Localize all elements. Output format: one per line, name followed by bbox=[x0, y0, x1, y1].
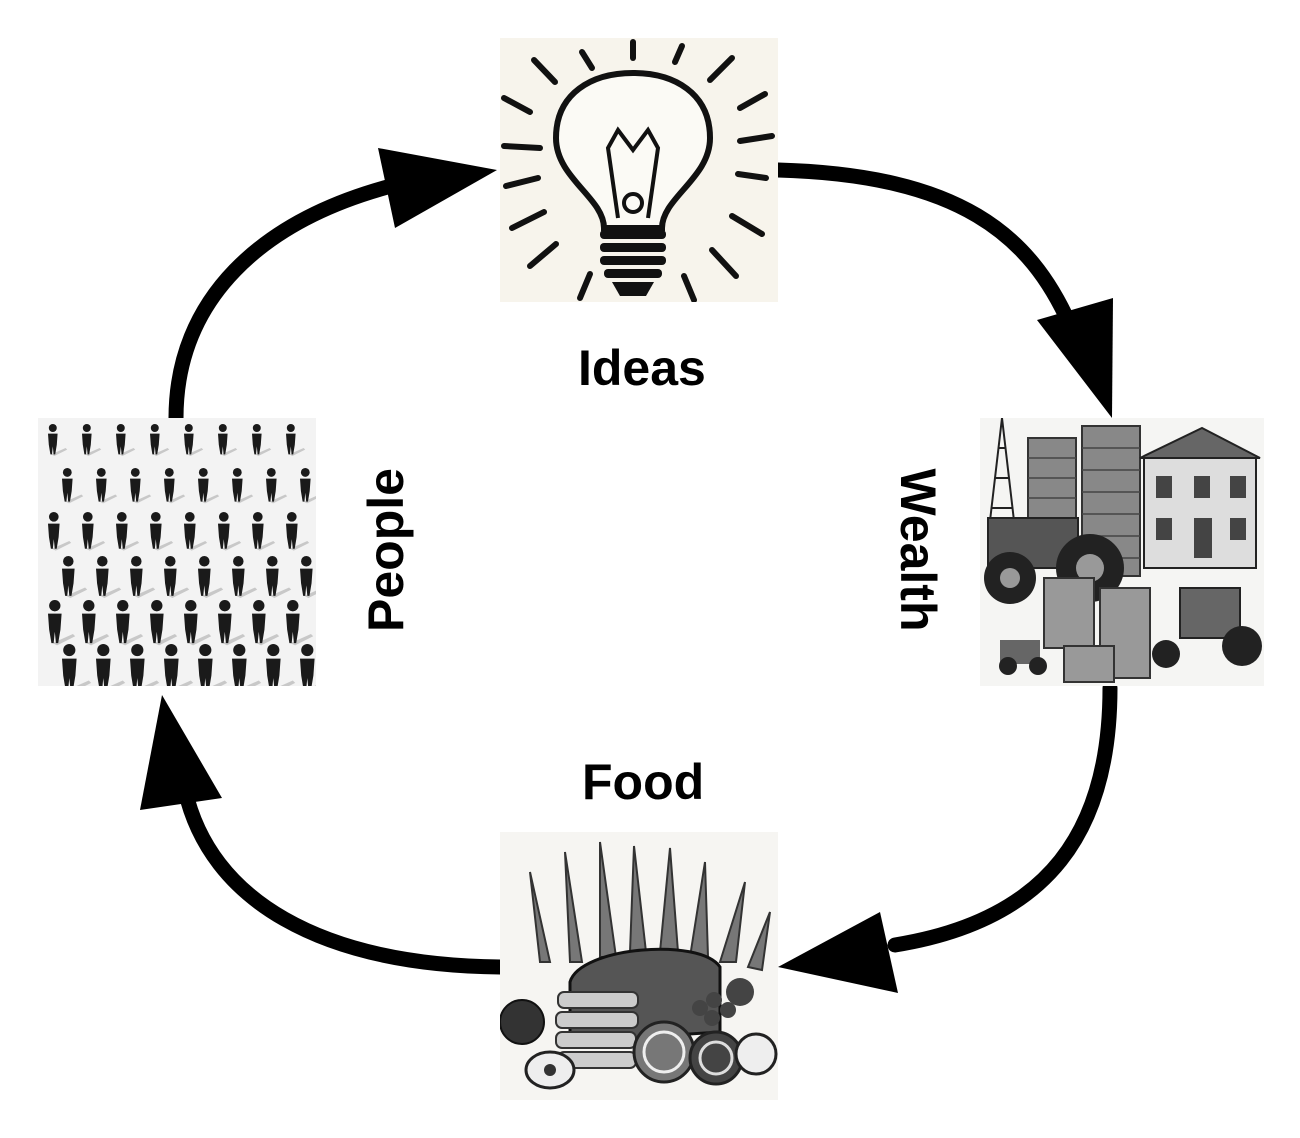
person-figure bbox=[286, 512, 310, 551]
person-figure bbox=[252, 600, 280, 646]
arrowhead-people bbox=[140, 695, 222, 810]
person-figure bbox=[62, 468, 84, 504]
person-figure bbox=[198, 556, 224, 598]
food-illustration bbox=[500, 832, 778, 1100]
arrowhead-ideas bbox=[378, 148, 497, 228]
person-figure bbox=[48, 424, 68, 456]
person-figure bbox=[184, 512, 208, 551]
person-figure bbox=[150, 512, 174, 551]
person-figure bbox=[300, 556, 316, 598]
person-figure bbox=[62, 644, 92, 686]
ideas-label: Ideas bbox=[578, 340, 706, 396]
person-figure bbox=[130, 644, 160, 686]
person-figure bbox=[218, 600, 246, 646]
person-figure bbox=[286, 424, 306, 456]
person-figure bbox=[96, 644, 126, 686]
person-figure bbox=[184, 600, 212, 646]
crowd-illustration bbox=[38, 418, 316, 686]
person-figure bbox=[150, 600, 178, 646]
person-figure bbox=[266, 556, 292, 598]
person-figure bbox=[48, 600, 76, 646]
person-figure bbox=[130, 556, 156, 598]
person-figure bbox=[218, 512, 242, 551]
person-figure bbox=[300, 644, 316, 686]
person-figure bbox=[232, 468, 254, 504]
person-figure bbox=[116, 512, 140, 551]
person-figure bbox=[164, 468, 186, 504]
person-figure bbox=[164, 644, 194, 686]
person-figure bbox=[266, 468, 288, 504]
person-figure bbox=[116, 600, 144, 646]
person-figure bbox=[232, 644, 262, 686]
person-figure bbox=[116, 424, 136, 456]
arrowhead-wealth bbox=[1037, 298, 1113, 418]
food-label: Food bbox=[582, 754, 705, 810]
person-figure bbox=[130, 468, 152, 504]
person-figure bbox=[150, 424, 170, 456]
person-figure bbox=[218, 424, 238, 456]
person-figure bbox=[96, 556, 122, 598]
person-figure bbox=[164, 556, 190, 598]
people-label: People bbox=[358, 468, 414, 632]
person-figure bbox=[252, 512, 276, 551]
arrow-food-to-people bbox=[177, 782, 508, 975]
arrow-wealth-to-food bbox=[887, 680, 1118, 953]
person-figure bbox=[232, 556, 258, 598]
arrow-people-to-ideas bbox=[168, 177, 403, 426]
person-figure bbox=[96, 468, 118, 504]
wealth-label: Wealth bbox=[890, 468, 946, 632]
arrow-ideas-to-wealth bbox=[770, 162, 1078, 333]
person-figure bbox=[252, 424, 272, 456]
person-figure bbox=[198, 644, 228, 686]
person-figure bbox=[300, 468, 316, 504]
lightbulb-icon bbox=[500, 38, 778, 302]
person-figure bbox=[62, 556, 88, 598]
arrowhead-food bbox=[778, 912, 898, 993]
person-figure bbox=[266, 644, 296, 686]
person-figure bbox=[48, 512, 72, 551]
person-figure bbox=[82, 600, 110, 646]
wealth-illustration bbox=[980, 418, 1264, 686]
person-figure bbox=[286, 600, 314, 646]
person-figure bbox=[198, 468, 220, 504]
person-figure bbox=[184, 424, 204, 456]
person-figure bbox=[82, 512, 106, 551]
person-figure bbox=[82, 424, 102, 456]
